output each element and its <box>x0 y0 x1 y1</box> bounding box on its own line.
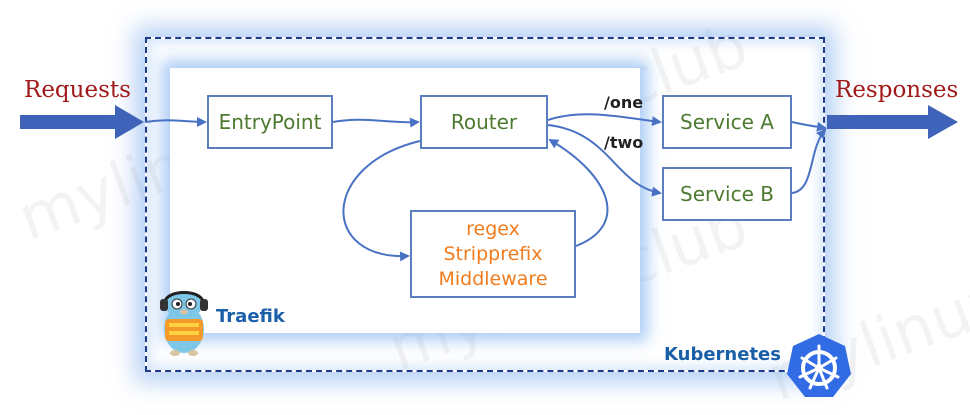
edge-middleware-to-router <box>548 138 609 247</box>
requests-arrow <box>20 105 144 139</box>
path-label-two: /two <box>604 133 644 152</box>
path-label-one: /one <box>604 93 644 112</box>
edge-in-to-entrypoint <box>144 116 207 127</box>
service-b-node: Service B <box>662 167 792 221</box>
edge-router-to-middleware <box>342 140 421 262</box>
entrypoint-node: EntryPoint <box>207 95 333 149</box>
router-label: Router <box>450 110 518 134</box>
middleware-line-stripprefix: Stripprefix <box>443 242 543 265</box>
responses-arrow <box>827 105 958 139</box>
requests-label: Requests <box>24 77 131 103</box>
edge-entrypoint-to-router <box>332 117 420 128</box>
edge-router-to-service-a <box>547 113 662 127</box>
edge-service-b-out <box>791 128 827 194</box>
router-node: Router <box>420 95 548 149</box>
kubernetes-cluster-frame <box>145 37 825 372</box>
responses-label: Responses <box>835 77 959 103</box>
kubernetes-label: Kubernetes <box>664 344 781 365</box>
middleware-line-regex: regex <box>466 217 520 240</box>
traefik-label: Traefik <box>216 306 285 327</box>
middleware-line-middleware: Middleware <box>438 267 548 290</box>
edge-service-a-out <box>791 121 827 132</box>
entrypoint-label: EntryPoint <box>218 110 322 134</box>
gopher-mascot-icon <box>160 291 208 356</box>
helm-wheel-icon <box>787 334 851 397</box>
edge-router-to-service-b <box>547 124 662 197</box>
middleware-node: regex Stripprefix Middleware <box>410 210 576 298</box>
service-a-node: Service A <box>662 95 792 149</box>
service-a-label: Service A <box>680 110 774 134</box>
service-b-label: Service B <box>680 182 774 206</box>
